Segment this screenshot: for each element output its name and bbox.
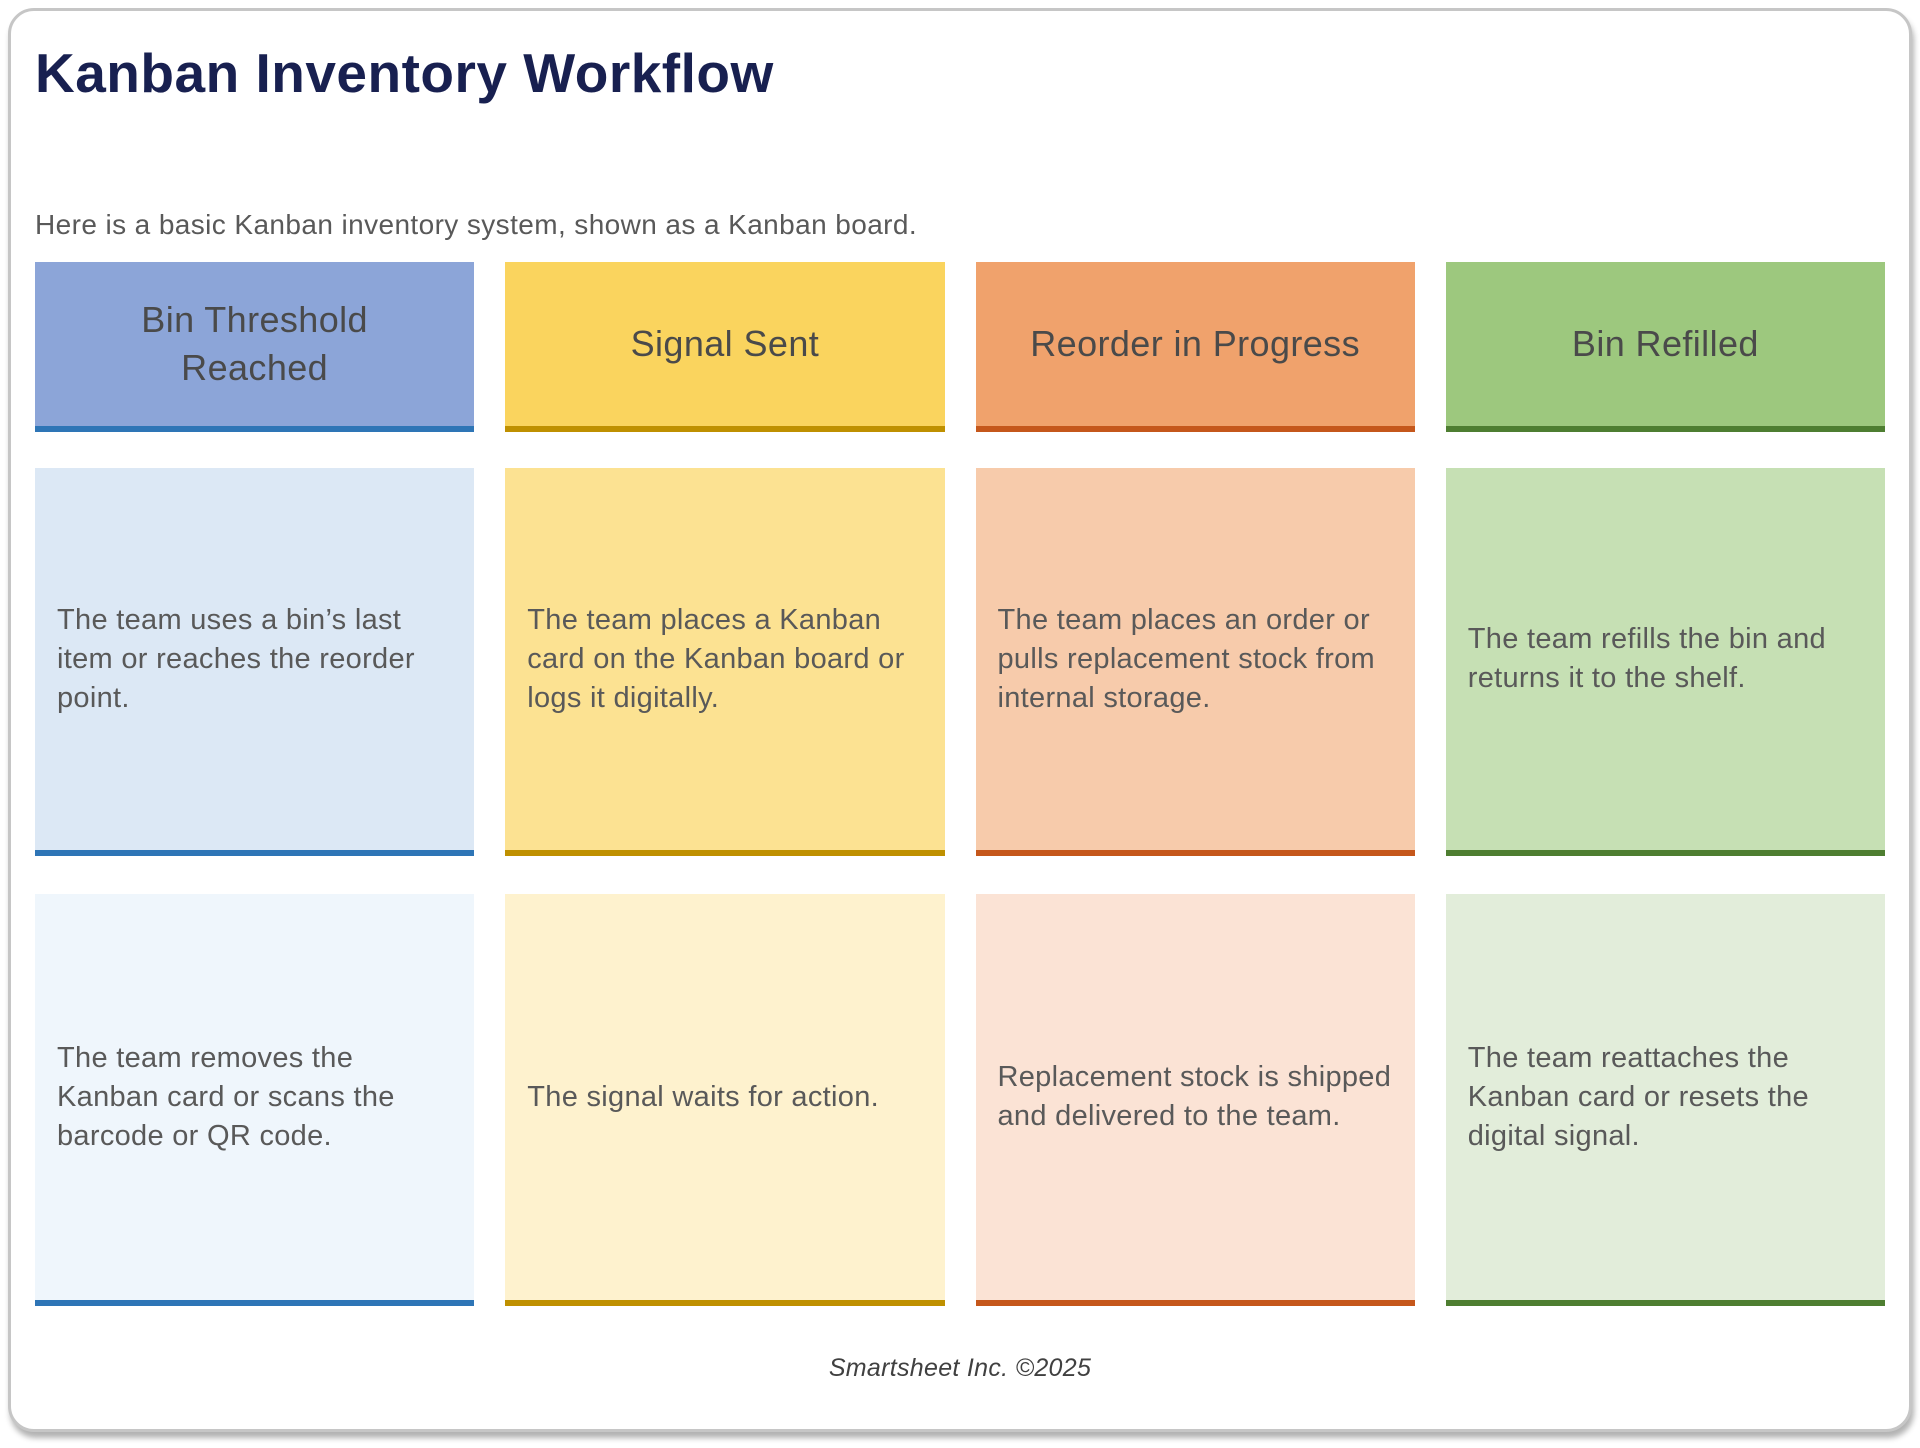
page-subtitle: Here is a basic Kanban inventory system,… (35, 209, 918, 240)
card-text: The team removes the Kanban card or scan… (57, 1041, 395, 1152)
card-text: The team places an order or pulls replac… (997, 603, 1375, 714)
card-text: The team uses a bin’s last item or reach… (57, 603, 415, 714)
kanban-column-reorder-in-progress: Reorder in Progress The team places an o… (975, 262, 1415, 1306)
page-footer: Smartsheet Inc. ©2025 (828, 1354, 1092, 1382)
kanban-card: Replacement stock is shipped and deliver… (975, 894, 1415, 1306)
card-text: The team reattaches the Kanban card or r… (1467, 1041, 1809, 1152)
kanban-card: The team refills the bin and returns it … (1445, 468, 1885, 856)
column-header: Reorder in Progress (975, 262, 1415, 432)
kanban-card: The team places an order or pulls replac… (975, 468, 1415, 856)
kanban-column-bin-threshold-reached: Bin Threshold Reached The team uses a bi… (35, 262, 475, 1306)
column-header-label: Reorder in Progress (1030, 323, 1360, 364)
column-header-label: Bin Threshold Reached (141, 299, 368, 388)
kanban-column-signal-sent: Signal Sent The team places a Kanban car… (505, 262, 945, 1306)
card-text: The team refills the bin and returns it … (1467, 623, 1826, 694)
column-header: Bin Refilled (1445, 262, 1885, 432)
page-frame: Kanban Inventory Workflow Here is a basi… (8, 8, 1912, 1432)
column-header: Bin Threshold Reached (35, 262, 475, 432)
column-header-label: Bin Refilled (1571, 323, 1759, 364)
kanban-card: The team removes the Kanban card or scan… (35, 894, 475, 1306)
kanban-card: The team places a Kanban card on the Kan… (505, 468, 945, 856)
column-header-label: Signal Sent (630, 323, 820, 364)
kanban-card: The team reattaches the Kanban card or r… (1445, 894, 1885, 1306)
card-text: Replacement stock is shipped and deliver… (997, 1061, 1392, 1132)
kanban-board: Bin Threshold Reached The team uses a bi… (35, 262, 1885, 1306)
column-header: Signal Sent (505, 262, 945, 432)
kanban-card: The signal waits for action. (505, 894, 945, 1306)
kanban-card: The team uses a bin’s last item or reach… (35, 468, 475, 856)
page-title: Kanban Inventory Workflow (35, 42, 774, 104)
kanban-column-bin-refilled: Bin Refilled The team refills the bin an… (1445, 262, 1885, 1306)
card-text: The signal waits for action. (527, 1080, 879, 1113)
card-text: The team places a Kanban card on the Kan… (527, 603, 905, 714)
